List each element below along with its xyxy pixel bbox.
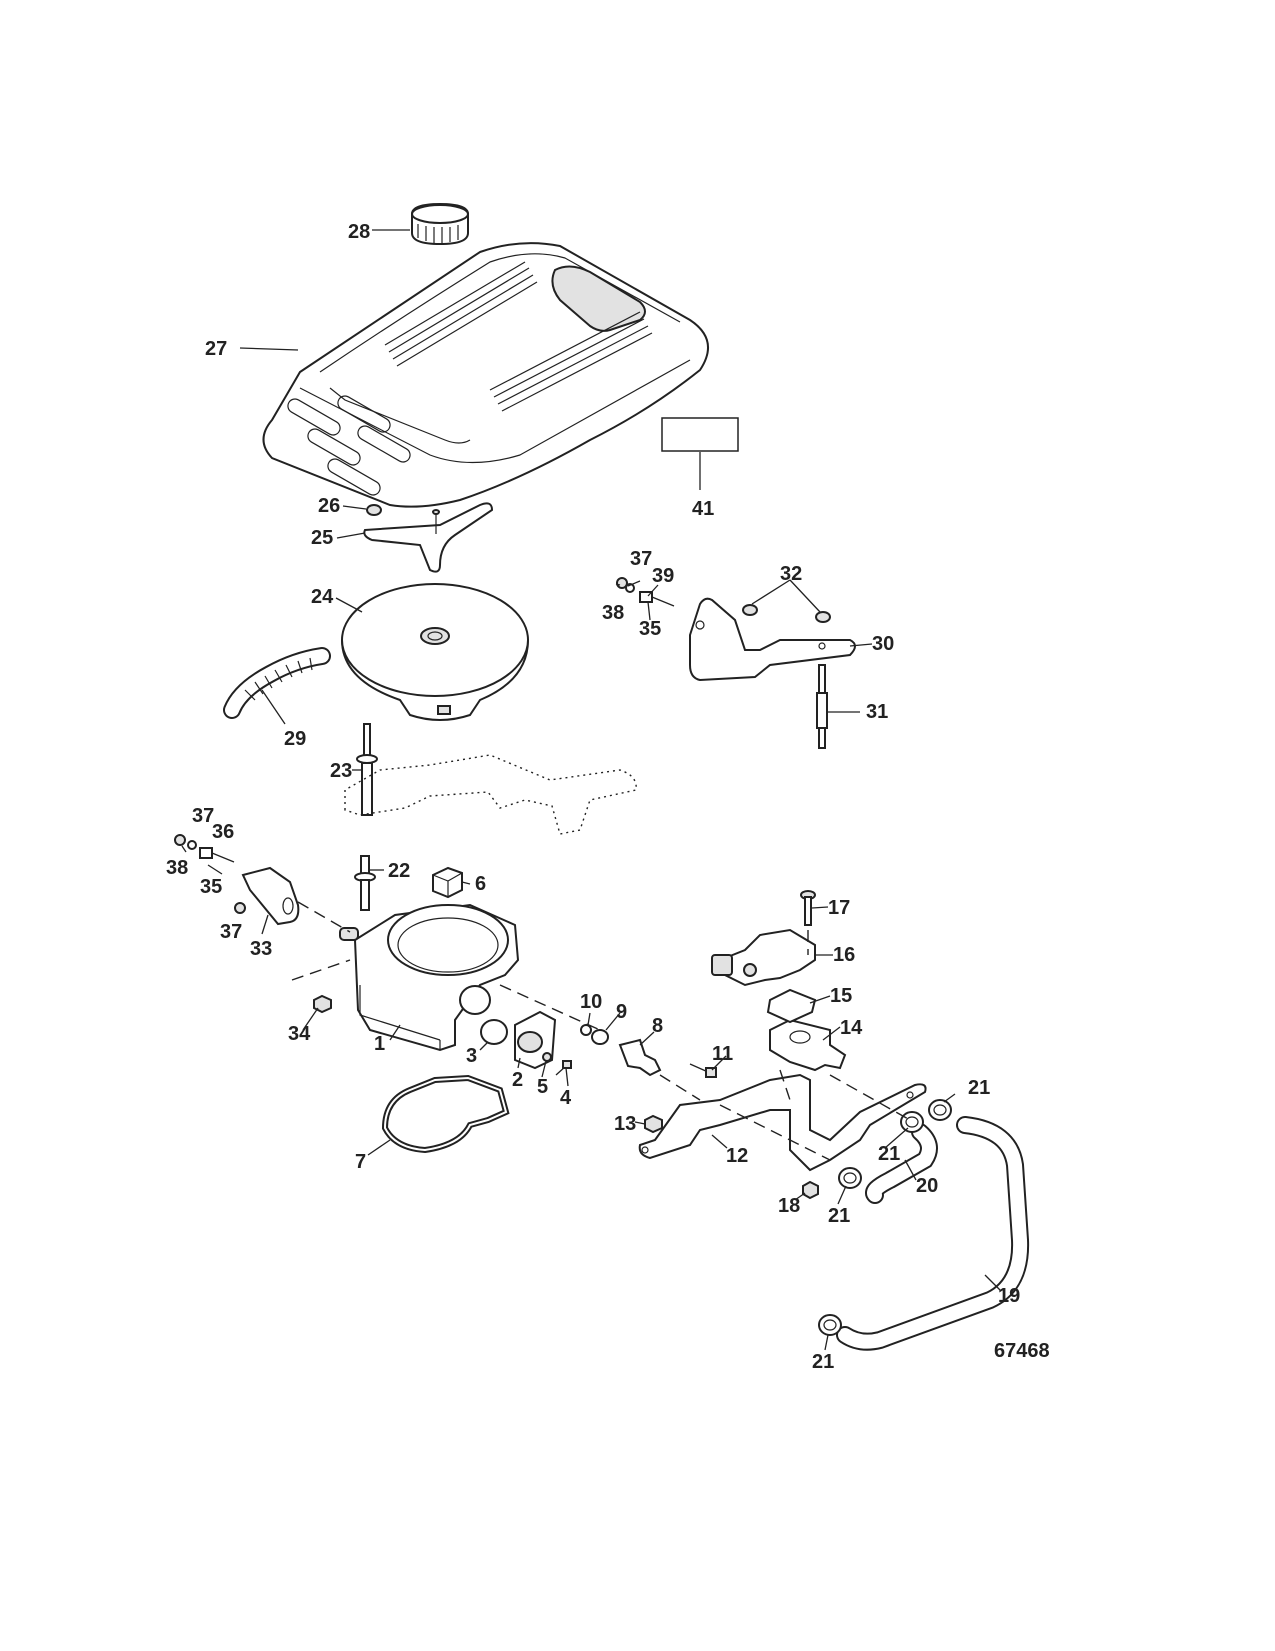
nut-part-26 [366, 504, 382, 516]
nut-part-34 [313, 994, 332, 1014]
label-38-lower: 38 [166, 857, 188, 879]
throttle-body-part-1 [339, 903, 520, 1052]
label-18: 18 [778, 1195, 800, 1217]
label-20: 20 [916, 1175, 938, 1197]
clamp-part-21c [838, 1167, 862, 1189]
gasket-part-7 [381, 1074, 510, 1154]
hardware-parts-35-36-37-38-lower [174, 834, 246, 914]
air-filter-housing-part-24 [340, 583, 530, 721]
label-11: 11 [712, 1043, 733, 1065]
label-13: 13 [614, 1113, 636, 1135]
label-34: 34 [288, 1023, 311, 1045]
label-9: 9 [616, 1001, 627, 1023]
clamp-part-21d [818, 1314, 842, 1336]
phantom-bracket [344, 754, 637, 835]
clamp-part-21a [928, 1099, 952, 1121]
nut-part-13 [644, 1114, 663, 1134]
stud-part-23 [356, 723, 378, 816]
label-24: 24 [311, 586, 334, 608]
label-28: 28 [348, 221, 370, 243]
oring-part-9 [591, 1029, 609, 1045]
screw-part-11 [689, 1063, 717, 1078]
label-26: 26 [318, 495, 340, 517]
label-14: 14 [840, 1017, 863, 1039]
label-1: 1 [374, 1033, 385, 1055]
nut-part-32b [815, 611, 831, 623]
alignment-lines [291, 901, 911, 1161]
oring-part-3 [480, 1019, 508, 1045]
label-23: 23 [330, 760, 352, 782]
label-25: 25 [311, 527, 333, 549]
label-37-lower-a: 37 [192, 805, 214, 827]
label-4: 4 [560, 1087, 572, 1109]
throttle-bracket-part-30 [689, 597, 856, 682]
label-33: 33 [250, 938, 272, 960]
label-5: 5 [537, 1076, 548, 1098]
label-16: 16 [833, 944, 855, 966]
label-17: 17 [828, 897, 850, 919]
nut-part-32a [742, 604, 758, 616]
idle-air-valve-part-16 [711, 928, 816, 987]
label-36: 36 [212, 821, 234, 843]
label-21-a: 21 [968, 1077, 990, 1099]
label-39: 39 [652, 565, 674, 587]
figure-number: 67468 [994, 1340, 1050, 1362]
label-6: 6 [475, 873, 486, 895]
oring-part-10 [580, 1024, 592, 1036]
label-3: 3 [466, 1045, 477, 1067]
leader-lines [181, 229, 1001, 1351]
hose-part-19 [836, 1116, 1030, 1351]
label-37-lower-b: 37 [220, 921, 242, 943]
label-2: 2 [512, 1069, 523, 1091]
label-32: 32 [780, 563, 802, 585]
label-31: 31 [866, 701, 888, 723]
label-21-b: 21 [878, 1143, 900, 1165]
label-21-c: 21 [828, 1205, 850, 1227]
oil-cap-part-28 [411, 202, 469, 246]
label-15: 15 [830, 985, 852, 1007]
label-19: 19 [998, 1285, 1020, 1307]
hose-part-20 [865, 1123, 938, 1204]
clamp-part-21b [900, 1111, 924, 1133]
reference-box-part-41 [661, 417, 739, 452]
engine-cover-part-27 [262, 242, 709, 508]
label-29: 29 [284, 728, 306, 750]
label-7: 7 [355, 1151, 366, 1173]
label-10: 10 [580, 991, 602, 1013]
label-21-d: 21 [812, 1351, 834, 1373]
gasket-part-15 [766, 988, 817, 1024]
bracket-part-25 [363, 502, 494, 573]
label-35-upper: 35 [639, 618, 661, 640]
label-8: 8 [652, 1015, 663, 1037]
stud-part-22 [354, 855, 376, 911]
screw-part-17 [800, 890, 816, 926]
label-37-upper: 37 [630, 548, 652, 570]
screw-part-4 [555, 1060, 572, 1076]
washer-part-5 [542, 1052, 552, 1062]
sensor-part-6 [432, 866, 463, 899]
label-38-upper: 38 [602, 602, 624, 624]
fitting-part-8 [618, 1038, 662, 1077]
nut-part-18 [802, 1180, 819, 1200]
bracket-part-33 [241, 866, 300, 926]
label-12: 12 [726, 1145, 748, 1167]
standoff-part-31 [816, 664, 828, 749]
adapter-part-14 [769, 1018, 847, 1072]
label-35-lower: 35 [200, 876, 222, 898]
label-27: 27 [205, 338, 227, 360]
label-22: 22 [388, 860, 410, 882]
part-labels: 28 27 41 26 25 24 29 23 37 39 38 35 32 3… [166, 221, 1050, 1373]
hose-part-29 [223, 647, 331, 719]
label-41: 41 [692, 498, 714, 520]
bracket-part-12 [638, 1073, 927, 1172]
label-30: 30 [872, 633, 894, 655]
